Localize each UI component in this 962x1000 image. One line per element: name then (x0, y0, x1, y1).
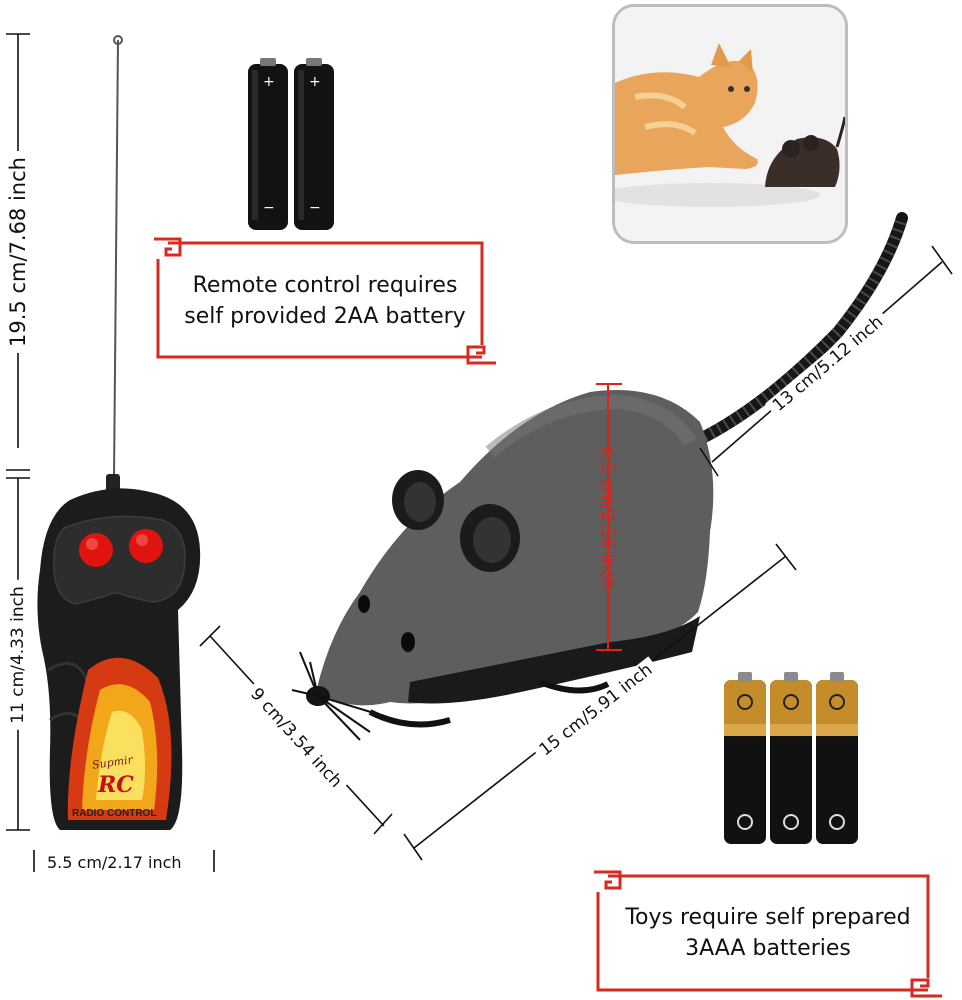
toy-mouse (291, 212, 908, 741)
remote-battery-frame (154, 237, 496, 365)
remote-label: RADIO CONTROL (72, 808, 157, 819)
toy-battery-note: Toys require self prepared 3AAA batterie… (625, 905, 911, 961)
aa-plus-2: + (309, 74, 321, 90)
remote-width-dimension (33, 850, 215, 872)
aa-minus-2: − (309, 200, 321, 216)
mouse-eye-left (358, 595, 370, 613)
aa-batteries (248, 58, 334, 230)
remote-battery-note: Remote control requires self provided 2A… (184, 273, 466, 329)
remote-button-right (129, 529, 163, 563)
mouse-tail (684, 212, 908, 450)
aa-minus-1: − (263, 200, 275, 216)
mouse-eye-right (401, 632, 415, 652)
mouse-whiskers (291, 651, 411, 741)
aaa-batteries (724, 672, 858, 844)
antenna-height-label: 19.5 cm/7.68 inch (6, 151, 30, 353)
cat (615, 60, 758, 175)
toy-battery-frame (594, 870, 942, 998)
mouse-height-dimension (596, 383, 622, 651)
remote-button-left (79, 533, 113, 567)
antenna (113, 39, 119, 479)
remote-width-label: 5.5 cm/2.17 inch (47, 853, 182, 872)
aa-plus-1: + (263, 74, 275, 90)
remote-control (37, 35, 201, 830)
cat-photo-inset (612, 4, 848, 244)
remote-height-label: 11 cm/4.33 inch (8, 580, 28, 730)
remote-brand-logo: RC (98, 772, 134, 798)
